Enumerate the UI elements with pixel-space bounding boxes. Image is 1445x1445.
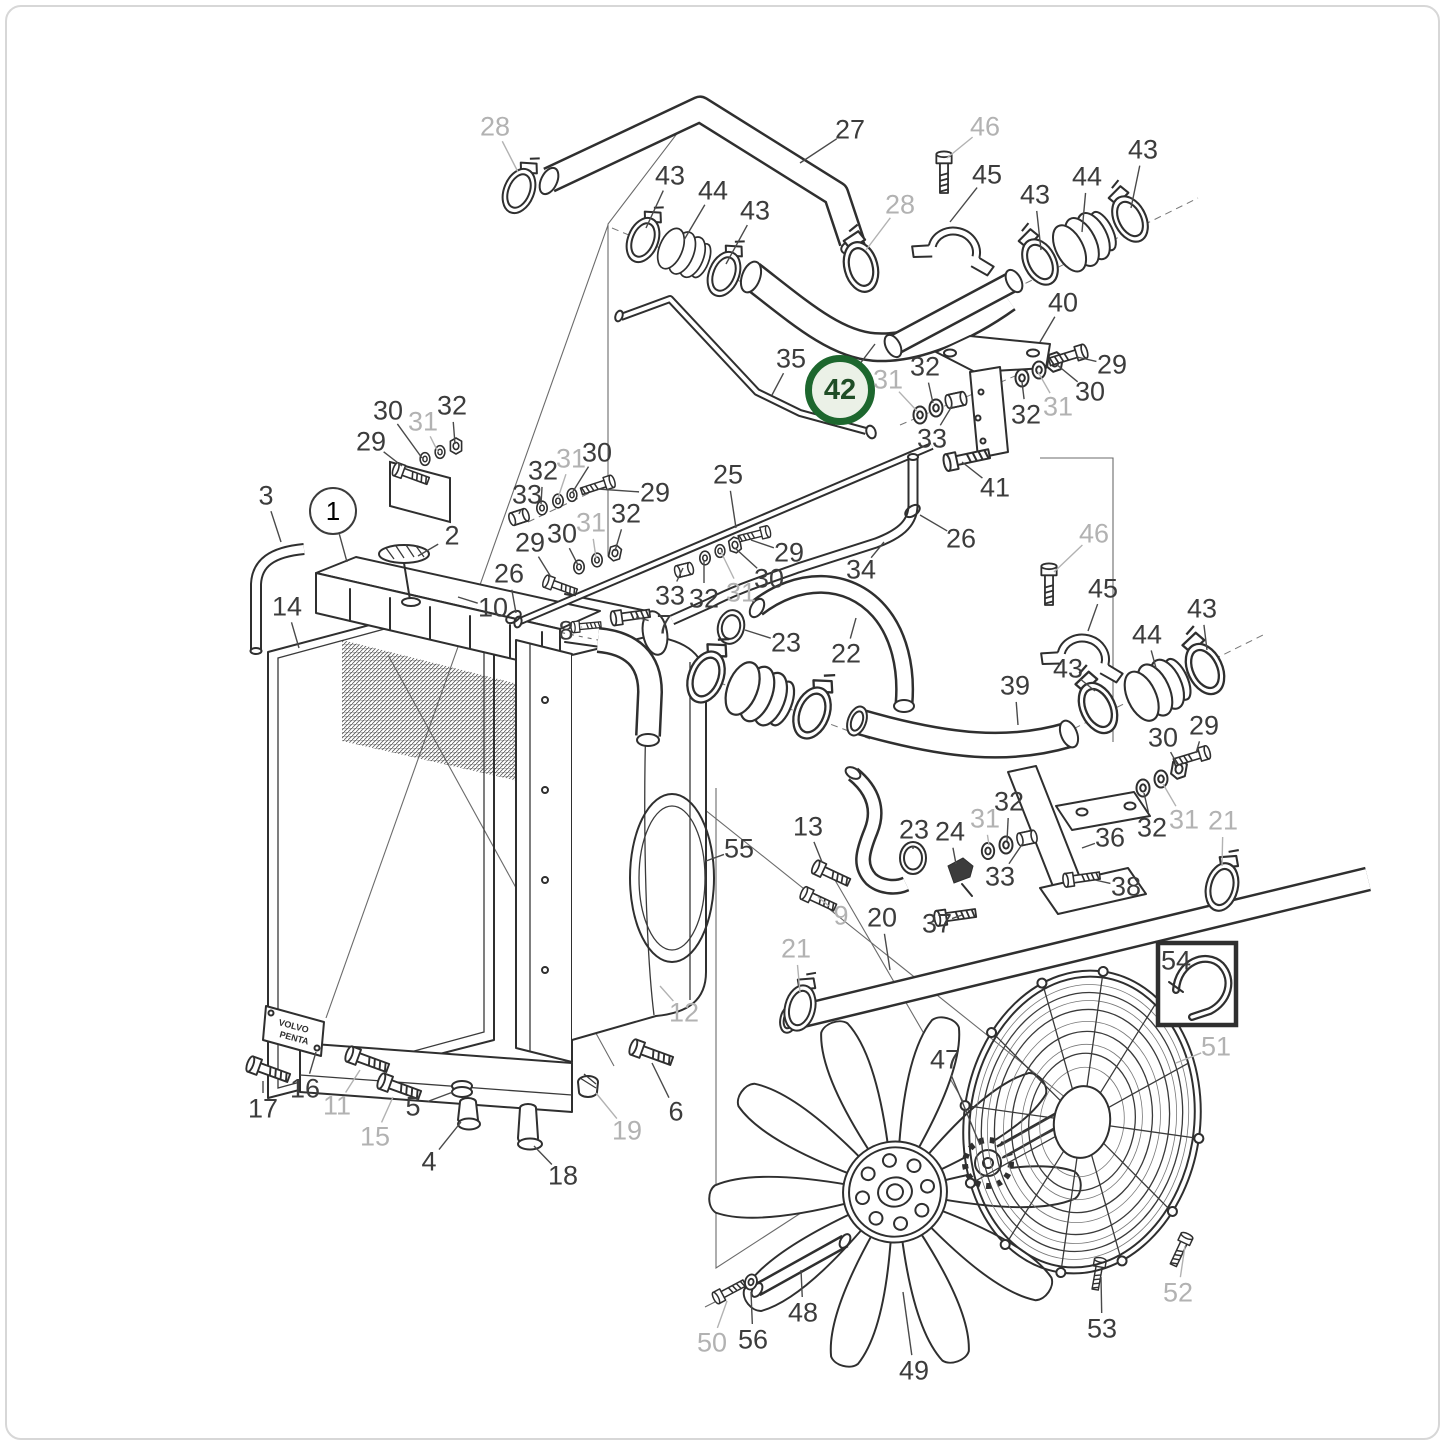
callout-11[interactable]: 11 bbox=[322, 1090, 352, 1121]
callout-33[interactable]: 33 bbox=[654, 580, 686, 611]
callout-4[interactable]: 4 bbox=[421, 1146, 437, 1177]
callout-29[interactable]: 29 bbox=[773, 537, 805, 568]
callout-31[interactable]: 31 bbox=[969, 803, 1001, 834]
callout-17[interactable]: 17 bbox=[247, 1093, 279, 1124]
callout-30[interactable]: 30 bbox=[1147, 722, 1179, 753]
callout-13[interactable]: 13 bbox=[792, 811, 824, 842]
callout-35[interactable]: 35 bbox=[775, 343, 807, 374]
callout-1[interactable]: 1 bbox=[309, 487, 357, 535]
callout-29[interactable]: 29 bbox=[514, 527, 546, 558]
callout-32[interactable]: 32 bbox=[909, 351, 941, 382]
callout-16[interactable]: 16 bbox=[289, 1073, 321, 1104]
callout-30[interactable]: 30 bbox=[581, 437, 613, 468]
callout-29[interactable]: 29 bbox=[355, 426, 387, 457]
callout-21[interactable]: 21 bbox=[780, 933, 812, 964]
callout-43[interactable]: 43 bbox=[654, 160, 686, 191]
callout-29[interactable]: 29 bbox=[639, 477, 671, 508]
callout-15[interactable]: 15 bbox=[359, 1121, 391, 1152]
callout-43[interactable]: 43 bbox=[1186, 593, 1218, 624]
callout-3[interactable]: 3 bbox=[258, 480, 274, 511]
callout-30[interactable]: 30 bbox=[1074, 376, 1106, 407]
callout-39[interactable]: 39 bbox=[999, 670, 1031, 701]
callout-32[interactable]: 32 bbox=[1010, 399, 1042, 430]
callout-41[interactable]: 41 bbox=[979, 472, 1011, 503]
callout-32[interactable]: 32 bbox=[688, 583, 720, 614]
callout-28[interactable]: 28 bbox=[479, 111, 511, 142]
callout-18[interactable]: 18 bbox=[547, 1160, 579, 1191]
callout-26[interactable]: 26 bbox=[945, 523, 977, 554]
callout-47[interactable]: 47 bbox=[929, 1044, 961, 1075]
callout-14[interactable]: 14 bbox=[271, 591, 303, 622]
callout-5[interactable]: 5 bbox=[405, 1091, 421, 1122]
callout-23[interactable]: 23 bbox=[898, 814, 930, 845]
callout-32[interactable]: 32 bbox=[610, 498, 642, 529]
callout-48[interactable]: 48 bbox=[787, 1297, 819, 1328]
callout-46[interactable]: 46 bbox=[1078, 518, 1110, 549]
callout-30[interactable]: 30 bbox=[546, 518, 578, 549]
callout-29[interactable]: 29 bbox=[1188, 710, 1220, 741]
callout-30[interactable]: 30 bbox=[372, 395, 404, 426]
callout-42-highlighted[interactable]: 42 bbox=[805, 355, 875, 425]
callout-31[interactable]: 31 bbox=[872, 364, 904, 395]
callout-31[interactable]: 31 bbox=[575, 507, 607, 538]
callout-53[interactable]: 53 bbox=[1086, 1313, 1118, 1344]
callout-43[interactable]: 43 bbox=[1052, 653, 1084, 684]
callout-44[interactable]: 44 bbox=[697, 175, 729, 206]
callout-32[interactable]: 32 bbox=[1136, 812, 1168, 843]
callout-26[interactable]: 26 bbox=[493, 558, 525, 589]
callout-56[interactable]: 56 bbox=[737, 1324, 769, 1355]
callout-51[interactable]: 51 bbox=[1200, 1031, 1232, 1062]
callout-54[interactable]: 54 bbox=[1160, 945, 1192, 976]
callout-31[interactable]: 31 bbox=[1042, 391, 1074, 422]
callout-28[interactable]: 28 bbox=[884, 189, 916, 220]
callout-32[interactable]: 32 bbox=[527, 455, 559, 486]
callout-31[interactable]: 31 bbox=[407, 406, 439, 437]
callout-32[interactable]: 32 bbox=[993, 786, 1025, 817]
callout-52[interactable]: 52 bbox=[1162, 1277, 1194, 1308]
callout-38[interactable]: 38 bbox=[1110, 871, 1142, 902]
callout-9[interactable]: 9 bbox=[833, 900, 849, 931]
callout-32[interactable]: 32 bbox=[436, 390, 468, 421]
callout-2[interactable]: 2 bbox=[444, 520, 460, 551]
callout-25[interactable]: 25 bbox=[712, 459, 744, 490]
callout-29[interactable]: 29 bbox=[1096, 349, 1128, 380]
callout-23[interactable]: 23 bbox=[770, 627, 802, 658]
callout-31[interactable]: 31 bbox=[555, 443, 587, 474]
callout-33[interactable]: 33 bbox=[916, 423, 948, 454]
callout-31[interactable]: 31 bbox=[725, 577, 757, 608]
callout-21[interactable]: 21 bbox=[1207, 805, 1239, 836]
callout-49[interactable]: 49 bbox=[898, 1355, 930, 1386]
callout-44[interactable]: 44 bbox=[1071, 161, 1103, 192]
callout-36[interactable]: 36 bbox=[1094, 822, 1126, 853]
callout-45[interactable]: 45 bbox=[971, 159, 1003, 190]
callout-43[interactable]: 43 bbox=[1019, 179, 1051, 210]
callout-10[interactable]: 10 bbox=[477, 592, 509, 623]
callout-40[interactable]: 40 bbox=[1047, 287, 1079, 318]
callout-6[interactable]: 6 bbox=[668, 1096, 684, 1127]
callout-20[interactable]: 20 bbox=[866, 902, 898, 933]
callout-8[interactable]: 8 bbox=[558, 615, 574, 646]
callout-22[interactable]: 22 bbox=[830, 638, 862, 669]
callout-12[interactable]: 12 bbox=[668, 997, 700, 1028]
callout-19[interactable]: 19 bbox=[611, 1115, 643, 1146]
callout-45[interactable]: 45 bbox=[1087, 573, 1119, 604]
callout-33[interactable]: 33 bbox=[984, 861, 1016, 892]
callout-50[interactable]: 50 bbox=[696, 1327, 728, 1358]
callout-7[interactable]: 7 bbox=[656, 609, 672, 640]
callout-43[interactable]: 43 bbox=[1127, 134, 1159, 165]
callout-43[interactable]: 43 bbox=[739, 195, 771, 226]
callout-46[interactable]: 46 bbox=[969, 111, 1001, 142]
callout-24[interactable]: 24 bbox=[934, 816, 966, 847]
callout-27[interactable]: 27 bbox=[834, 114, 866, 145]
callout-34[interactable]: 34 bbox=[845, 554, 877, 585]
callout-37[interactable]: 37 bbox=[921, 908, 953, 939]
callout-44[interactable]: 44 bbox=[1131, 619, 1163, 650]
callout-31[interactable]: 31 bbox=[1168, 804, 1200, 835]
callout-33[interactable]: 33 bbox=[511, 479, 543, 510]
callout-55[interactable]: 55 bbox=[723, 833, 755, 864]
callout-30[interactable]: 30 bbox=[753, 563, 785, 594]
